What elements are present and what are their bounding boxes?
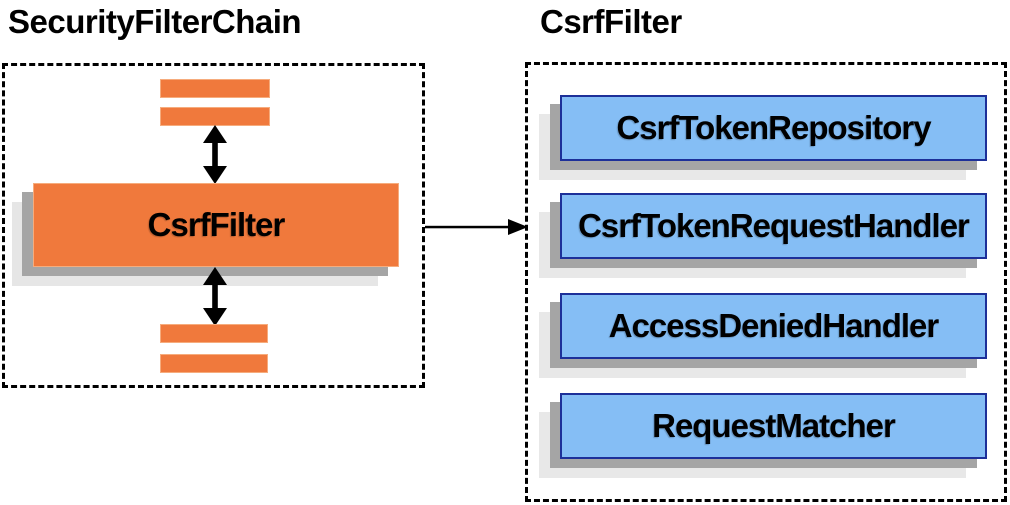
filter-placeholder-bar — [160, 79, 270, 98]
component-label: AccessDeniedHandler — [608, 307, 939, 344]
filter-placeholder-bar — [160, 107, 270, 126]
filter-placeholder-bar — [160, 324, 268, 343]
csrf-filter-box-label: CsrfFilter — [147, 206, 286, 243]
right-panel-title: CsrfFilter — [540, 3, 682, 40]
component-box-csrf-token-repository: CsrfTokenRepository — [560, 95, 987, 161]
component-label: CsrfTokenRequestHandler — [578, 207, 970, 244]
security-filter-chain-container — [2, 63, 425, 388]
component-label: CsrfTokenRepository — [616, 109, 931, 146]
double-arrow-icon — [203, 125, 227, 184]
component-box-access-denied-handler: AccessDeniedHandler — [560, 293, 987, 359]
left-panel-title: SecurityFilterChain — [8, 3, 302, 40]
csrf-filter-box: CsrfFilter — [33, 183, 399, 267]
filter-placeholder-bar — [160, 354, 268, 373]
double-arrow-icon — [203, 267, 227, 326]
flow-arrow-icon — [425, 219, 528, 235]
csrf-filter-components-container — [525, 62, 1007, 502]
component-label: RequestMatcher — [652, 407, 896, 444]
component-box-csrf-token-request-handler: CsrfTokenRequestHandler — [560, 193, 987, 259]
component-box-request-matcher: RequestMatcher — [560, 393, 987, 459]
